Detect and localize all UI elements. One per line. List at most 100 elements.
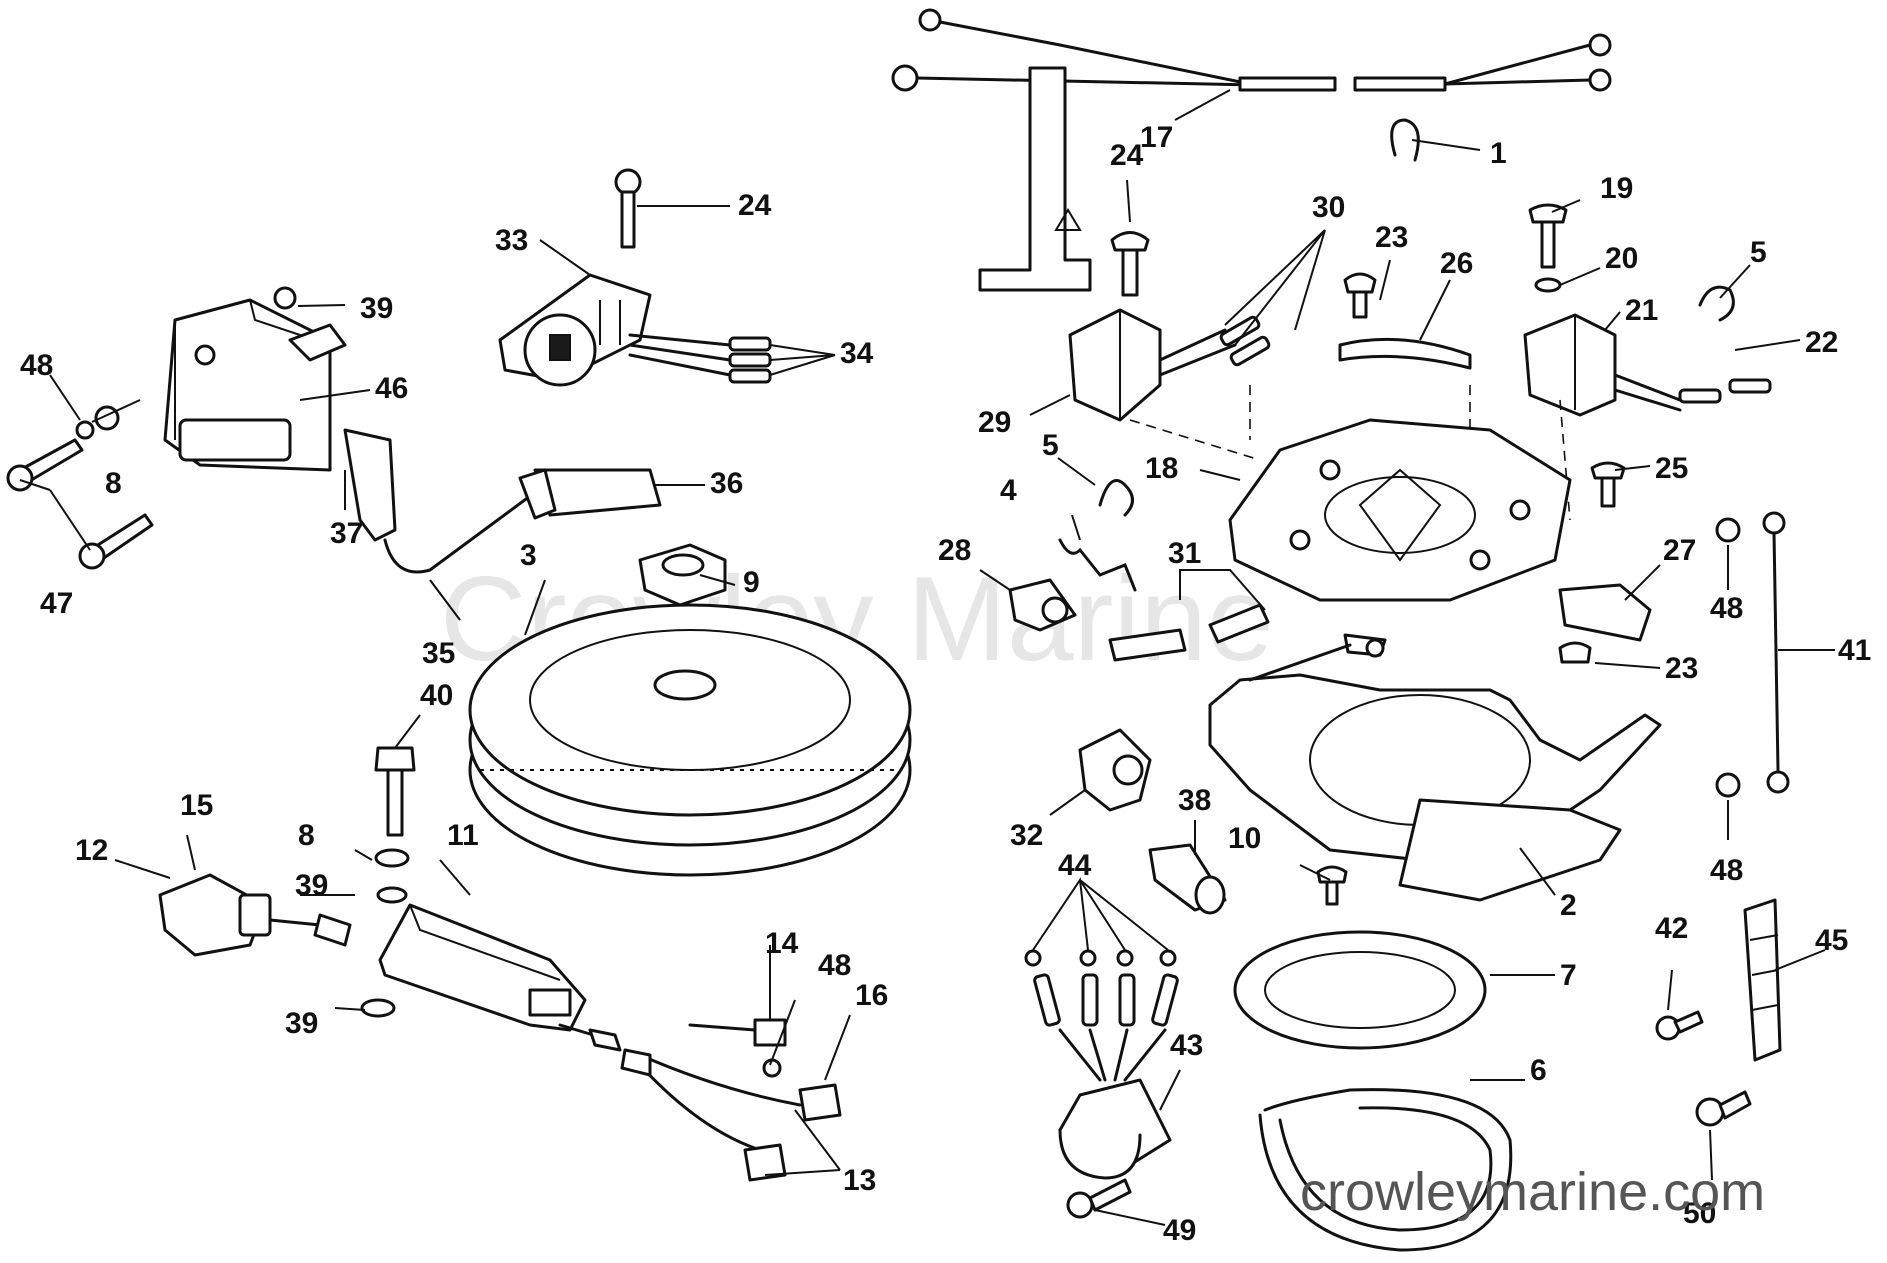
callout-8-lower: 8: [298, 819, 315, 852]
bolt-part-40: [374, 746, 416, 837]
callout-48-right-lower: 48: [1710, 854, 1743, 887]
power-pack-part-11: [378, 903, 587, 1032]
flywheel-part-3: [468, 603, 912, 877]
washer-part-39-middle: [376, 886, 408, 904]
callout-5-middle: 5: [1042, 429, 1059, 462]
tubing-part-31: [1108, 603, 1270, 662]
callout-47: 47: [40, 587, 73, 620]
callout-44: 44: [1058, 849, 1092, 882]
screw-part-42: [1655, 1010, 1704, 1041]
callout-34: 34: [840, 337, 874, 370]
callout-13: 13: [843, 1164, 876, 1197]
clip-part-5-right: [1698, 285, 1735, 322]
callout-39-bottom: 39: [285, 1007, 318, 1040]
callout-23-lower: 23: [1665, 652, 1698, 685]
nut-part-9: [638, 543, 727, 607]
ground-strap-part-41: [1762, 511, 1790, 794]
washer-part-39: [273, 286, 297, 310]
bracket-part-26: [1338, 337, 1472, 370]
sensor-coil-part-21: [1523, 313, 1772, 417]
callout-46: 46: [375, 372, 408, 405]
callout-48-left: 48: [20, 349, 53, 382]
stator-plate-part-18: [1129, 385, 1572, 602]
retaining-ring-part-6: [1258, 1088, 1513, 1252]
leads-part-44: [1024, 949, 1179, 1082]
callout-33: 33: [495, 224, 528, 257]
spring-part-4: [1058, 538, 1137, 592]
callout-39-top: 39: [360, 292, 393, 325]
connector-part-15: [158, 873, 352, 957]
callout-30: 30: [1312, 191, 1345, 224]
callout-26: 26: [1440, 247, 1473, 280]
leader-lines: [19, 89, 1835, 1226]
callout-38: 38: [1178, 784, 1211, 817]
rectifier-part-43: [1058, 1078, 1172, 1180]
callout-25: 25: [1655, 452, 1688, 485]
callout-6: 6: [1530, 1054, 1547, 1087]
screw-part-50: [1695, 1090, 1752, 1127]
callout-14: 14: [765, 927, 799, 960]
armature-plate-part-2: [1208, 633, 1662, 902]
washer-part-8-lower: [374, 848, 410, 868]
callout-40: 40: [420, 679, 453, 712]
callout-28: 28: [938, 534, 971, 567]
callout-41: 41: [1838, 634, 1871, 667]
callout-37: 37: [330, 517, 363, 550]
bolt-part-24-right: [1110, 231, 1150, 297]
bolts-part-47: [6, 438, 154, 570]
callout-35: 35: [422, 637, 455, 670]
callout-39-middle: 39: [295, 869, 328, 902]
callout-50: 50: [1683, 1197, 1716, 1230]
callout-10: 10: [1228, 822, 1261, 855]
washer-part-20: [1534, 277, 1562, 293]
callout-22: 22: [1805, 326, 1838, 359]
washer-part-39-bottom: [360, 998, 396, 1018]
callout-17: 17: [1140, 121, 1173, 154]
callout-3: 3: [520, 539, 537, 572]
callout-20: 20: [1605, 242, 1638, 275]
callout-27: 27: [1663, 534, 1696, 567]
callout-36: 36: [710, 467, 743, 500]
callout-9: 9: [743, 566, 760, 599]
bolt-part-24-top: [614, 168, 642, 249]
screw-part-10: [1316, 865, 1348, 906]
spark-plug-lead-part-35: [343, 428, 662, 574]
callout-29: 29: [978, 406, 1011, 439]
screw-part-19: [1528, 203, 1568, 269]
terminal-block-part-45: [1743, 898, 1782, 1062]
callout-5-right: 5: [1750, 236, 1767, 269]
callout-23-top: 23: [1375, 221, 1408, 254]
callout-7: 7: [1560, 959, 1577, 992]
callout-43: 43: [1170, 1029, 1203, 1062]
cap-part-38: [1148, 843, 1227, 915]
ring-part-7: [1233, 930, 1487, 1050]
screw-part-25: [1590, 461, 1626, 508]
wire-terminals-part-34: [628, 333, 772, 384]
callout-24-top: 24: [738, 189, 772, 222]
callout-1: 1: [1490, 137, 1507, 170]
charge-coil-part-29: [1068, 308, 1271, 422]
grommet-part-32: [1078, 728, 1152, 812]
callout-labels: 1 2 3 4 5 5 6 7 8 8 9 10 11 12 13 14 15 …: [20, 121, 1871, 1247]
callout-15: 15: [180, 789, 213, 822]
callout-42: 42: [1655, 912, 1688, 945]
callout-48-right-upper: 48: [1710, 592, 1743, 625]
callout-48-lower-left: 48: [818, 949, 851, 982]
callout-32: 32: [1010, 819, 1043, 852]
callout-18: 18: [1145, 452, 1178, 485]
callout-21: 21: [1625, 294, 1658, 327]
callout-11: 11: [447, 819, 479, 852]
callout-2: 2: [1560, 889, 1577, 922]
callout-19: 19: [1600, 172, 1633, 205]
battery-cable-part-17: [891, 8, 1612, 292]
callout-8-upper: 8: [105, 467, 122, 500]
plate-part-27: [1558, 583, 1652, 642]
lockwasher-part-48: [75, 420, 95, 440]
callout-45: 45: [1815, 924, 1848, 957]
callout-24-right: 24: [1110, 139, 1144, 172]
clip-part-5-middle: [1098, 479, 1134, 517]
lockwasher-part-48-lower: [1715, 772, 1741, 798]
retaining-clip-part-1: [1390, 118, 1420, 162]
callout-49: 49: [1163, 1214, 1196, 1247]
